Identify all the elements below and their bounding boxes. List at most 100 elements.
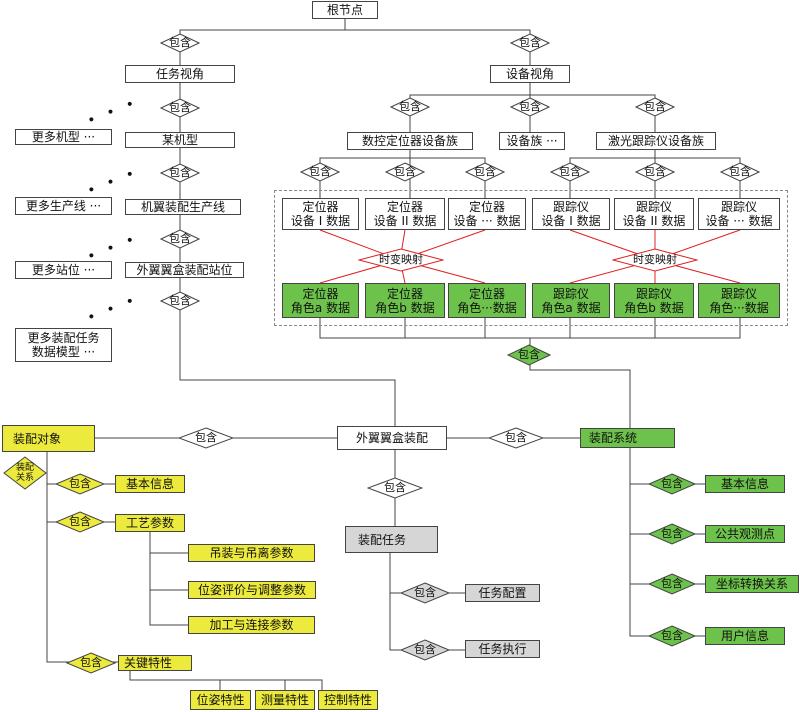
time-mapping-diamond: 时变映射 <box>612 248 698 272</box>
contains-label: 包含 <box>169 294 191 307</box>
positioner-role-a[interactable]: 定位器 角色a 数据 <box>282 283 359 318</box>
contains-label: 包含 <box>169 166 191 179</box>
contains-diamond: 包含 <box>507 344 551 366</box>
contains-label: 包含 <box>661 577 683 590</box>
contains-diamond: 包含 <box>488 427 544 449</box>
root-node[interactable]: 根节点 <box>312 1 378 19</box>
key-pose-feature[interactable]: 位姿特性 <box>190 690 251 710</box>
contains-label: 包含 <box>414 643 436 656</box>
contains-diamond: 包含 <box>55 511 105 533</box>
contains-label: 包含 <box>661 527 683 540</box>
contains-diamond: 包含 <box>648 523 696 545</box>
contains-diamond: 包含 <box>400 582 450 604</box>
contains-diamond: 包含 <box>55 473 105 495</box>
center-node[interactable]: 外翼翼盒装配 <box>337 426 447 450</box>
tracker-role-etc[interactable]: 跟踪仪 角色···数据 <box>698 283 780 318</box>
contains-diamond: 包含 <box>648 473 696 495</box>
time-mapping-label: 时变映射 <box>379 253 423 266</box>
contains-diamond: 包含 <box>300 162 340 182</box>
production-line-node[interactable]: 机翼装配生产线 <box>125 199 241 215</box>
contains-diamond: 包含 <box>510 97 550 117</box>
task-config-node[interactable]: 任务配置 <box>465 584 540 602</box>
contains-label: 包含 <box>661 477 683 490</box>
assembly-object-node[interactable]: 装配对象 <box>2 425 95 452</box>
as-basic-info[interactable]: 基本信息 <box>705 475 785 493</box>
contains-diamond: 包含 <box>648 625 696 647</box>
contains-diamond: 包含 <box>648 573 696 595</box>
as-common-points[interactable]: 公共观测点 <box>705 525 785 543</box>
contains-label: 包含 <box>169 232 191 245</box>
contains-label: 包含 <box>169 36 191 49</box>
tracker-role-b[interactable]: 跟踪仪 角色b 数据 <box>614 283 694 318</box>
contains-label: 包含 <box>474 165 496 178</box>
contains-label: 包含 <box>414 586 436 599</box>
key-control-feature[interactable]: 控制特性 <box>318 690 378 710</box>
more-stations-node[interactable]: 更多站位 ··· <box>15 261 112 279</box>
contains-diamond: 包含 <box>400 639 450 661</box>
contains-label: 包含 <box>384 481 406 494</box>
ao-hoist-params[interactable]: 吊装与吊离参数 <box>188 544 315 562</box>
contains-diamond: 包含 <box>720 162 760 182</box>
assembly-relation-diamond: 装配 关系 <box>3 456 47 490</box>
tracker-device-2[interactable]: 跟踪仪 设备 II 数据 <box>614 198 694 230</box>
more-models-node[interactable]: 更多机型 ··· <box>15 129 112 145</box>
contains-diamond: 包含 <box>465 162 505 182</box>
tracker-role-a[interactable]: 跟踪仪 角色a 数据 <box>532 283 610 318</box>
time-mapping-label: 时变映射 <box>633 253 677 266</box>
contains-diamond: 包含 <box>385 162 425 182</box>
contains-diamond: 包含 <box>160 33 200 53</box>
laser-family-node[interactable]: 激光跟踪仪设备族 <box>596 132 716 150</box>
contains-diamond: 包含 <box>160 163 200 183</box>
time-mapping-diamond: 时变映射 <box>358 248 444 272</box>
assembly-system-node[interactable]: 装配系统 <box>580 428 675 448</box>
contains-label: 包含 <box>394 165 416 178</box>
contains-diamond: 包含 <box>66 652 116 674</box>
assembly-relation-label: 装配 关系 <box>15 463 34 483</box>
more-tasks-node[interactable]: 更多装配任务 数据模型 ··· <box>15 328 112 362</box>
ao-machining-params[interactable]: 加工与连接参数 <box>188 616 315 634</box>
contains-label: 包含 <box>169 101 191 114</box>
contains-label: 包含 <box>519 100 541 113</box>
contains-diamond: 包含 <box>635 97 675 117</box>
positioner-device-etc[interactable]: 定位器 设备 ··· 数据 <box>448 198 526 230</box>
tracker-device-1[interactable]: 跟踪仪 设备 I 数据 <box>532 198 610 230</box>
tracker-device-etc[interactable]: 跟踪仪 设备 ··· 数据 <box>698 198 780 230</box>
contains-diamond: 包含 <box>635 162 675 182</box>
model-node[interactable]: 某机型 <box>125 132 235 148</box>
ao-pose-params[interactable]: 位姿评价与调整参数 <box>188 581 316 599</box>
task-view-node[interactable]: 任务视角 <box>125 65 235 83</box>
contains-diamond: 包含 <box>510 33 550 53</box>
cnc-family-node[interactable]: 数控定位器设备族 <box>347 132 473 150</box>
contains-label: 包含 <box>195 431 217 444</box>
positioner-role-b[interactable]: 定位器 角色b 数据 <box>365 283 445 318</box>
more-lines-node[interactable]: 更多生产线 ··· <box>15 197 112 215</box>
contains-label: 包含 <box>518 348 540 361</box>
positioner-role-etc[interactable]: 定位器 角色···数据 <box>448 283 526 318</box>
contains-diamond: 包含 <box>390 97 430 117</box>
task-exec-node[interactable]: 任务执行 <box>465 640 540 658</box>
contains-label: 包含 <box>80 656 102 669</box>
contains-label: 包含 <box>661 629 683 642</box>
as-user-info[interactable]: 用户信息 <box>705 627 785 645</box>
ao-process-params[interactable]: 工艺参数 <box>115 514 185 532</box>
contains-label: 包含 <box>505 431 527 444</box>
contains-label: 包含 <box>69 477 91 490</box>
contains-diamond: 包含 <box>550 162 590 182</box>
contains-diamond: 包含 <box>367 477 423 499</box>
contains-label: 包含 <box>519 36 541 49</box>
contains-label: 包含 <box>644 165 666 178</box>
positioner-device-2[interactable]: 定位器 设备 II 数据 <box>365 198 445 230</box>
as-coord-transform[interactable]: 坐标转换关系 <box>705 575 799 593</box>
station-node[interactable]: 外翼翼盒装配站位 <box>125 262 244 278</box>
device-family-node[interactable]: 设备族 ··· <box>499 132 565 150</box>
device-view-node[interactable]: 设备视角 <box>490 65 570 83</box>
ao-key-features[interactable]: 关键特性 <box>118 655 192 671</box>
key-measure-feature[interactable]: 测量特性 <box>255 690 315 710</box>
device-data-group <box>274 190 788 326</box>
contains-diamond: 包含 <box>160 229 200 249</box>
assembly-task-node[interactable]: 装配任务 <box>345 526 438 553</box>
positioner-device-1[interactable]: 定位器 设备 I 数据 <box>282 198 359 230</box>
ao-basic-info[interactable]: 基本信息 <box>115 475 185 493</box>
contains-label: 包含 <box>729 165 751 178</box>
contains-label: 包含 <box>399 100 421 113</box>
